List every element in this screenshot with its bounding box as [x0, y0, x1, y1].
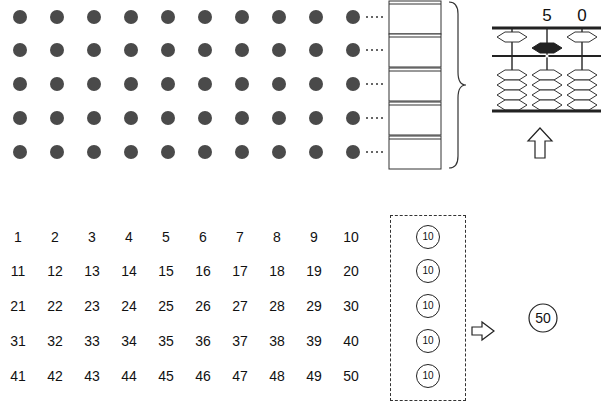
count-number: 44 — [121, 369, 137, 383]
count-number: 4 — [125, 230, 133, 244]
count-number: 6 — [199, 230, 207, 244]
count-number: 12 — [47, 264, 63, 278]
count-number: 24 — [121, 299, 137, 313]
count-number: 30 — [343, 299, 359, 313]
count-number: 21 — [10, 299, 26, 313]
count-number: 14 — [121, 264, 137, 278]
count-number: 31 — [10, 334, 26, 348]
circled-ten: 10 — [416, 364, 440, 388]
up-arrow — [528, 128, 552, 158]
count-number: 32 — [47, 334, 63, 348]
count-number: 3 — [88, 230, 96, 244]
circled-ten: 10 — [416, 259, 440, 283]
count-number: 33 — [84, 334, 100, 348]
dot-rows — [13, 1, 441, 169]
count-number: 50 — [343, 369, 359, 383]
count-number: 9 — [310, 230, 318, 244]
circled-total: 50 — [535, 311, 551, 325]
count-number: 8 — [273, 230, 281, 244]
count-number: 5 — [162, 230, 170, 244]
circled-ten: 10 — [416, 225, 440, 249]
abacus-digit: 0 — [577, 7, 586, 24]
count-number: 7 — [236, 230, 244, 244]
count-number: 23 — [84, 299, 100, 313]
count-number: 26 — [195, 299, 211, 313]
dashed-group-box: 10 10 10 10 10 — [390, 215, 466, 401]
count-number: 25 — [158, 299, 174, 313]
count-number: 42 — [47, 369, 63, 383]
count-number: 45 — [158, 369, 174, 383]
right-arrow — [472, 322, 494, 340]
abacus-digit: 5 — [542, 7, 551, 24]
count-number: 10 — [343, 230, 359, 244]
count-number: 49 — [306, 369, 322, 383]
count-number: 48 — [269, 369, 285, 383]
circled-ten: 10 — [416, 329, 440, 353]
circle-fifty — [529, 304, 557, 332]
count-number: 35 — [158, 334, 174, 348]
count-number: 18 — [269, 264, 285, 278]
count-number: 46 — [195, 369, 211, 383]
count-number: 1 — [14, 230, 22, 244]
count-number: 28 — [269, 299, 285, 313]
abacus — [492, 28, 601, 111]
count-number: 29 — [306, 299, 322, 313]
count-number: 36 — [195, 334, 211, 348]
count-number: 41 — [10, 369, 26, 383]
count-number: 34 — [121, 334, 137, 348]
count-number: 27 — [232, 299, 248, 313]
count-number: 20 — [343, 264, 359, 278]
count-number: 38 — [269, 334, 285, 348]
count-number: 16 — [195, 264, 211, 278]
count-number: 13 — [84, 264, 100, 278]
count-number: 43 — [84, 369, 100, 383]
count-number: 39 — [306, 334, 322, 348]
circled-ten: 10 — [416, 294, 440, 318]
count-number: 2 — [51, 230, 59, 244]
count-number: 40 — [343, 334, 359, 348]
count-number: 11 — [11, 264, 26, 278]
curly-brace — [449, 2, 466, 168]
count-number: 22 — [47, 299, 63, 313]
count-number: 19 — [306, 264, 322, 278]
count-number: 17 — [232, 264, 248, 278]
count-number: 15 — [158, 264, 174, 278]
count-number: 47 — [232, 369, 248, 383]
count-number: 37 — [232, 334, 248, 348]
